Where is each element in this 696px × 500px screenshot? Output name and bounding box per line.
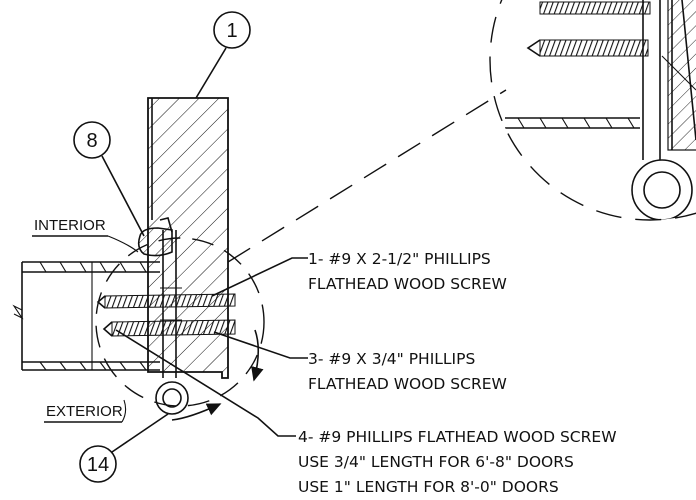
short-screw xyxy=(102,319,236,337)
callout-1: 1 xyxy=(195,11,251,99)
note-short-screw-line1: 3- #9 X 3/4" PHILLIPS xyxy=(308,350,475,368)
detail-leader-line xyxy=(227,89,507,263)
exterior-label: EXTERIOR xyxy=(46,403,123,420)
interior-label: INTERIOR xyxy=(34,217,106,234)
note-strap-screw-line3: USE 1" LENGTH FOR 8'-0" DOORS xyxy=(298,478,559,496)
callout-8: 8 xyxy=(73,121,145,237)
detail-reference-circle xyxy=(95,237,265,407)
door-panel-section xyxy=(147,97,229,379)
frame-rail xyxy=(12,261,160,371)
note-strap-screw-line1: 4- #9 PHILLIPS FLATHEAD WOOD SCREW xyxy=(298,428,617,446)
callout-14-text: 14 xyxy=(87,454,109,476)
interior-label-group: INTERIOR xyxy=(32,217,139,253)
note-short-screw-line2: FLATHEAD WOOD SCREW xyxy=(308,375,507,393)
long-screw xyxy=(96,293,236,309)
note-strap-screw-line2: USE 3/4" LENGTH FOR 6'-8" DOORS xyxy=(298,453,574,471)
note-long-screw-line1: 1- #9 X 2-1/2" PHILLIPS xyxy=(308,250,491,268)
callout-14: 14 xyxy=(79,413,169,483)
note-strap-screw: 4- #9 PHILLIPS FLATHEAD WOOD SCREW USE 3… xyxy=(115,329,617,496)
ring-pull xyxy=(155,381,189,415)
note-long-screw: 1- #9 X 2-1/2" PHILLIPS FLATHEAD WOOD SC… xyxy=(211,250,507,297)
note-long-screw-line2: FLATHEAD WOOD SCREW xyxy=(308,275,507,293)
swing-arrow-lower xyxy=(171,403,222,421)
swing-arrow-upper xyxy=(251,329,264,382)
note-short-screw: 3- #9 X 3/4" PHILLIPS FLATHEAD WOOD SCRE… xyxy=(213,331,507,393)
enlarged-detail-view xyxy=(489,0,696,221)
exterior-label-group: EXTERIOR xyxy=(44,399,127,423)
callout-8-text: 8 xyxy=(86,130,97,152)
callout-1-text: 1 xyxy=(226,20,237,42)
